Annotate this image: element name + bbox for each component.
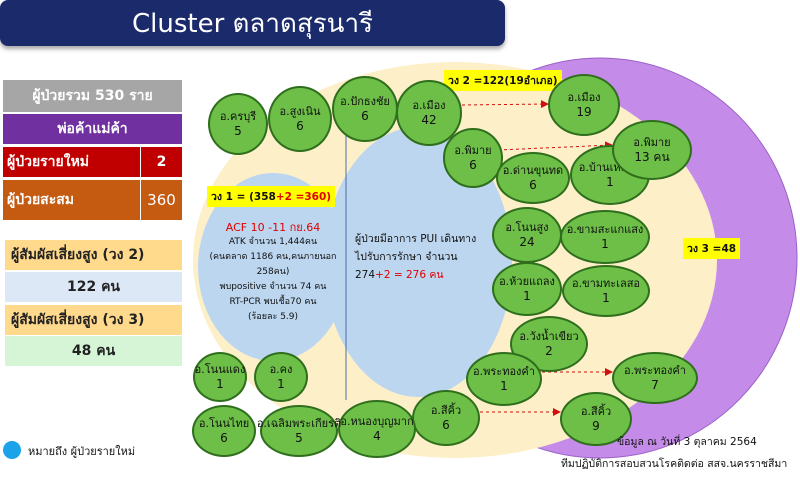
new-patients-label: ผู้ป่วยรายใหม่ [3, 147, 140, 177]
contact-ring2-label: ผู้สัมผัสเสี่ยงสูง (วง 2) [5, 240, 182, 270]
contact-ring3-label: ผู้สัมผัสเสี่ยงสูง (วง 3) [5, 305, 182, 335]
acf-heading: ACF 10 -11 กย.64 [225, 221, 321, 234]
acf-summary: ACF 10 -11 กย.64 ATK จำนวน 1,444คน (คนตล… [206, 220, 340, 325]
district-node: อ.ครบุรี5 [208, 93, 268, 155]
data-source: ทีมปฏิบัติการสอบสวนโรคติดต่อ สสจ.นครราชส… [561, 458, 788, 470]
ring2-label: วง 2 =122(19อำเภอ) [444, 70, 562, 91]
district-node: อ.เฉลิมพระเกียรติ5 [257, 405, 341, 457]
contact-ring2-value: 122 คน [5, 272, 182, 302]
acf-line: (ร้อยละ 5.9) [247, 312, 299, 322]
cumulative-patients-value: 360 [141, 180, 182, 220]
vendor-label: พ่อค้าแม่ค้า [3, 114, 182, 144]
arrow-phimai [497, 141, 613, 151]
data-date: ข้อมูล ณ วันที่ 3 ตุลาคม 2564 [617, 436, 757, 448]
new-patients-value: 2 [141, 147, 182, 177]
acf-line: RT-PCR พบเชื้อ70 คน [229, 297, 317, 307]
pui-line: ผู้ป่วยมีอาการ PUI เดินทาง [355, 233, 477, 245]
ring1-left-ellipse [198, 173, 348, 361]
arrow-muang [461, 100, 549, 109]
ring1-right-ellipse [324, 127, 512, 397]
contact-ring3-value: 48 คน [5, 336, 182, 366]
total-patients-label: ผู้ป่วยรวม 530 ราย [3, 80, 182, 112]
legend-text: หมายถึง ผู้ป่วยรายใหม่ [28, 445, 136, 458]
pui-summary: ผู้ป่วยมีอาการ PUI เดินทาง ไปรับการรักษา… [355, 230, 495, 284]
acf-line: ATK จำนวน 1,444คน [228, 237, 318, 247]
pui-line: ไปรับการรักษา จำนวน [355, 251, 458, 263]
acf-line: (คนตลาด 1186 คน,คนภายนอก 258คน) [209, 252, 337, 277]
ring3-label: วง 3 =48 [683, 238, 741, 259]
page-title: Cluster ตลาดสุรนารี [0, 0, 505, 46]
cumulative-patients-label: ผู้ป่วยสะสม [3, 180, 140, 220]
pui-line: 274+2 = 276 คน [355, 269, 444, 281]
ring1-label: วง 1 = (358+2 =360) [207, 186, 336, 207]
new-patient-legend-icon [3, 441, 21, 459]
acf-line: พบpositive จำนวน 74 คน [219, 282, 327, 292]
